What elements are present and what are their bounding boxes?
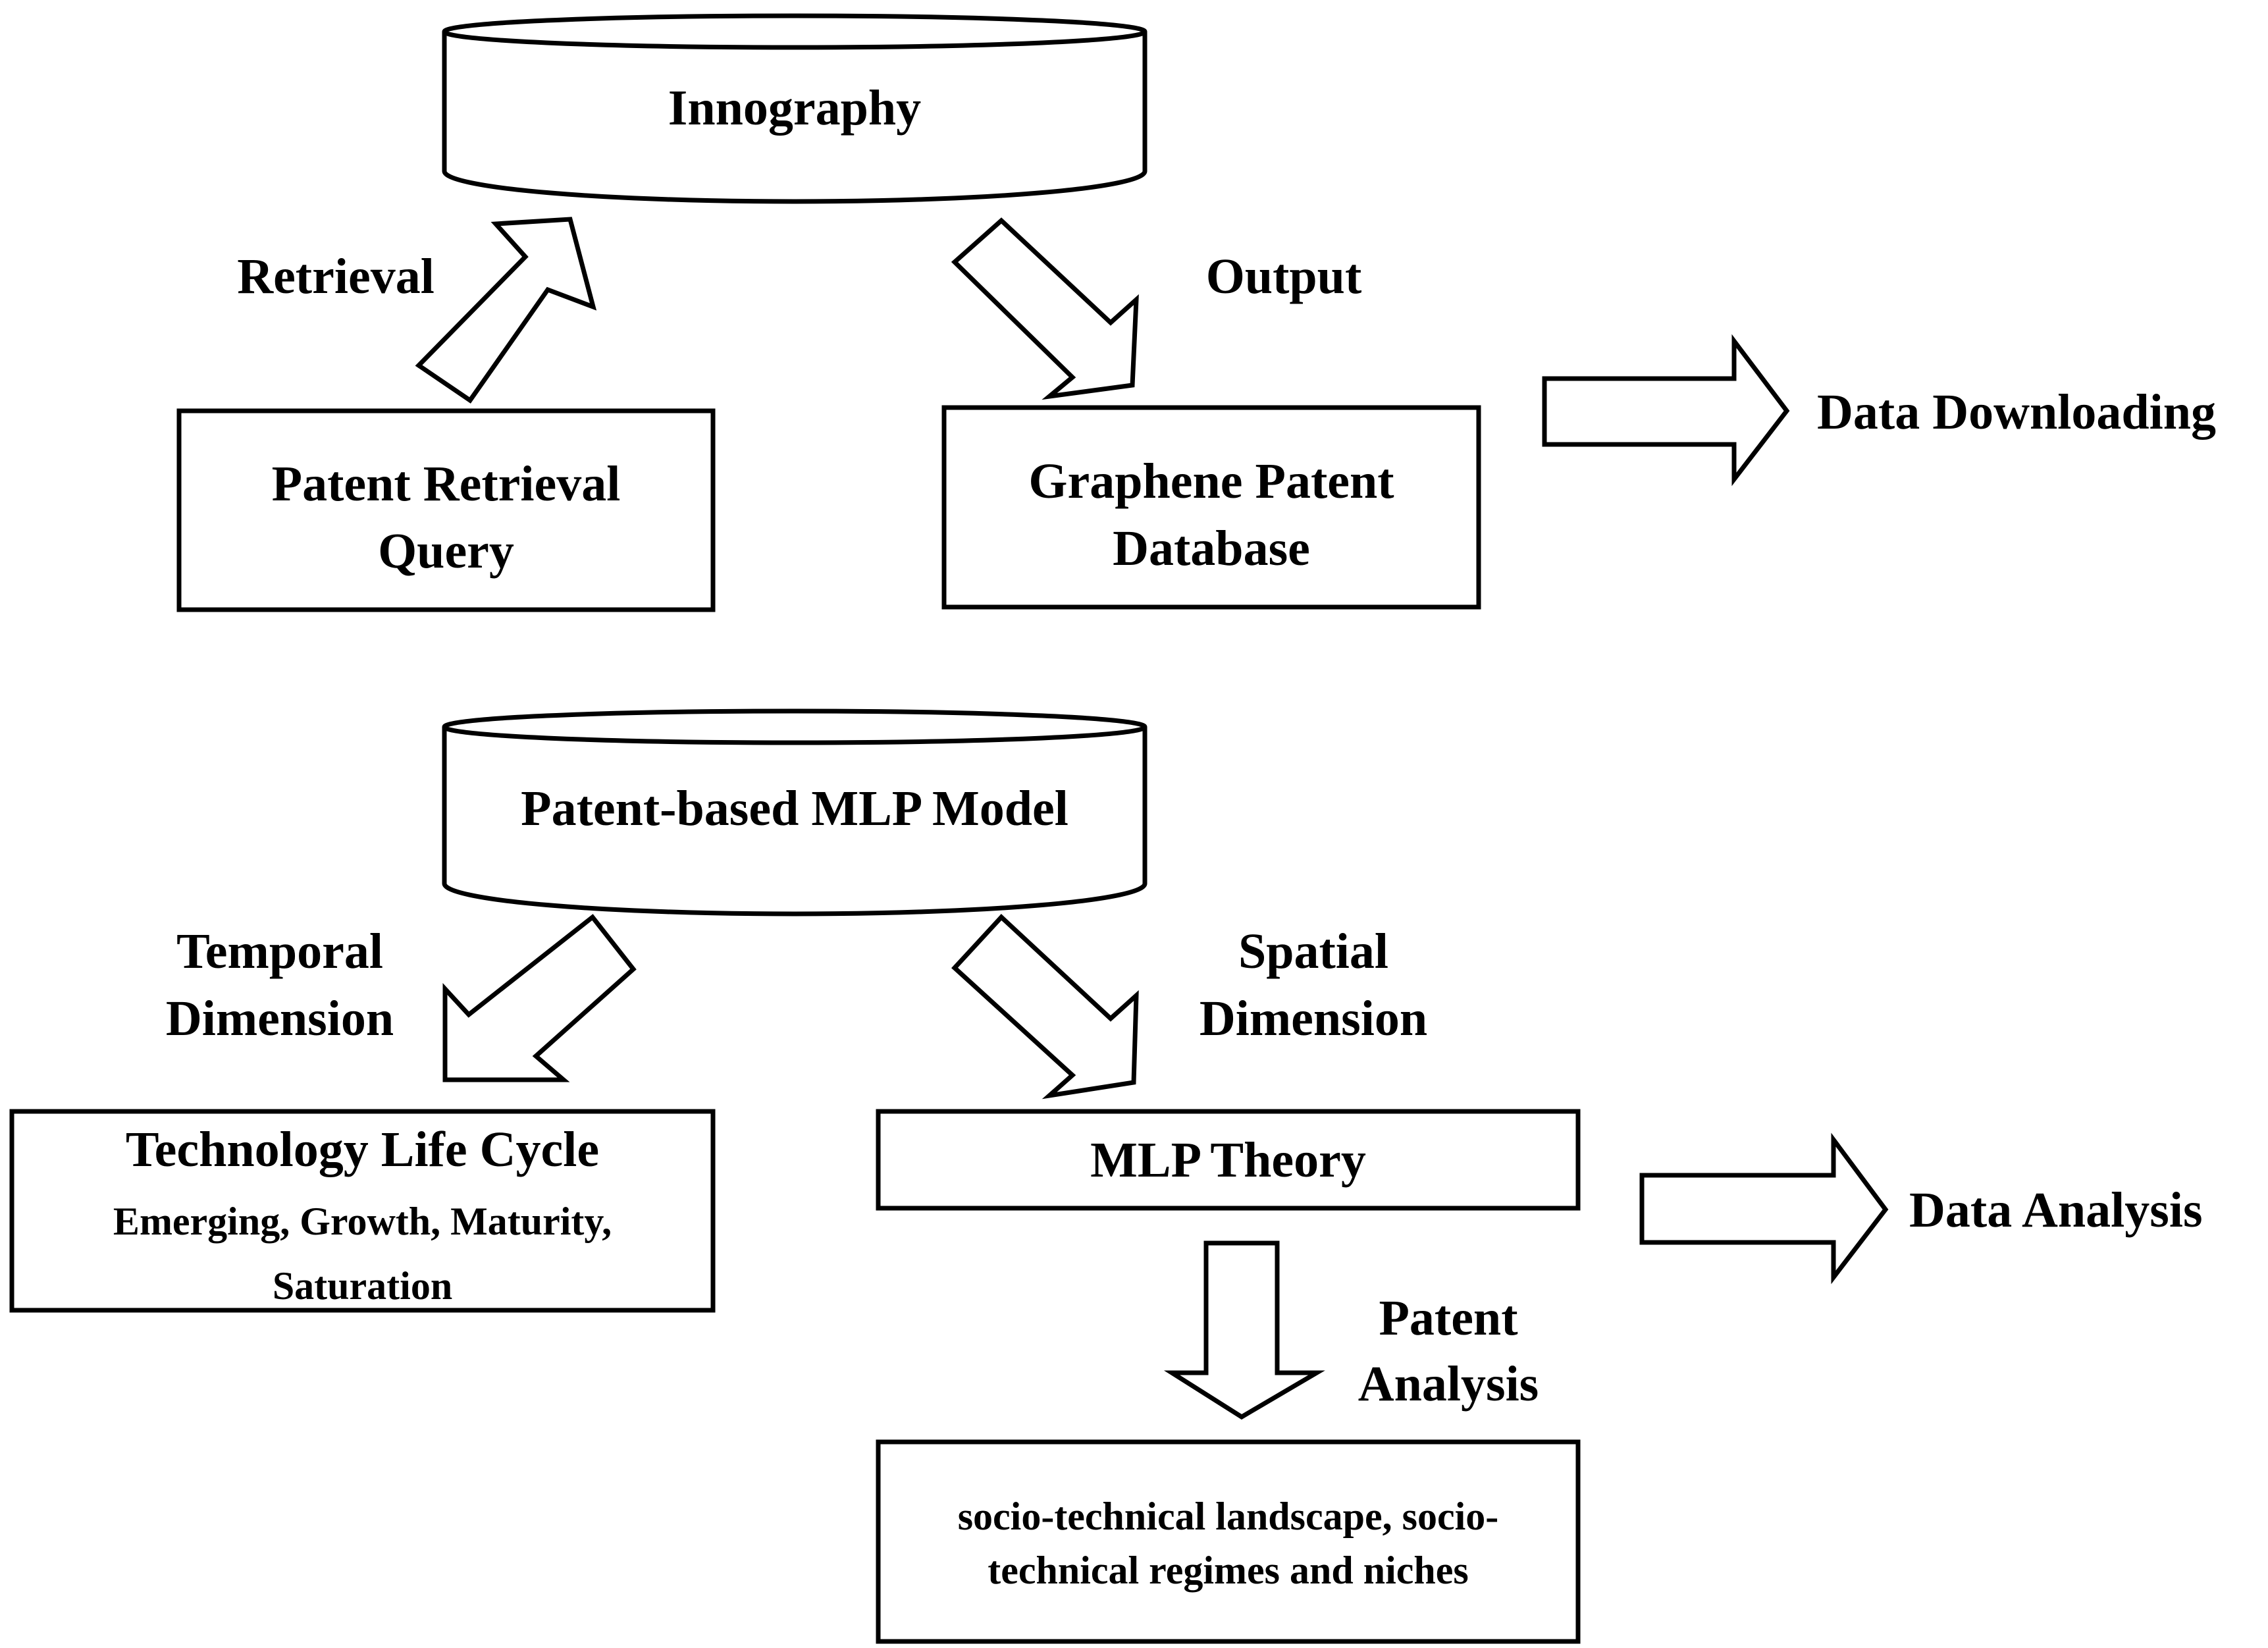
socio-technical-result-box <box>876 1439 1581 1644</box>
socio-technical-result-label: socio-technical landscape, socio- techni… <box>878 1489 1578 1597</box>
spatial-dimension-line-1: Spatial <box>1238 924 1389 979</box>
technology-life-cycle-box <box>9 1109 716 1313</box>
graphene-patent-database-label: Graphene Patent Database <box>944 448 1479 582</box>
temporal-dimension-label: Temporal Dimension <box>125 918 435 1052</box>
patent-retrieval-query-line-2: Query <box>378 523 514 579</box>
patent-retrieval-query-label: Patent Retrieval Query <box>179 450 713 585</box>
spatial-dimension-arrow <box>951 914 1139 1100</box>
mlp-theory-box <box>876 1109 1581 1211</box>
graphene-patent-database-line-1: Graphene Patent <box>1028 454 1394 509</box>
spatial-dimension-line-2: Dimension <box>1199 991 1428 1046</box>
retrieval-label: Retrieval <box>237 249 435 304</box>
data-analysis-arrow <box>1639 1132 1889 1285</box>
lifecycle-stages-line-2: Saturation <box>272 1264 453 1308</box>
lifecycle-stages-line-1: Emerging, Growth, Maturity, <box>113 1200 612 1243</box>
output-arrow <box>951 217 1139 400</box>
innography-cylinder <box>442 13 1147 204</box>
data-downloading-label: Data Downloading <box>1817 385 2216 440</box>
temporal-dimension-arrow <box>442 914 637 1082</box>
mlp-theory-label: MLP Theory <box>1090 1132 1366 1188</box>
patent-analysis-arrow <box>1163 1240 1325 1420</box>
patent-retrieval-query-box <box>176 408 716 612</box>
socio-technical-line-2: technical regimes and niches <box>988 1549 1469 1592</box>
temporal-dimension-line-1: Temporal <box>176 924 383 979</box>
patent-analysis-line-1: Patent <box>1379 1290 1518 1346</box>
mlp-model-cylinder <box>442 708 1147 917</box>
technology-life-cycle-title: Technology Life Cycle <box>125 1122 600 1177</box>
technology-life-cycle-stages: Emerging, Growth, Maturity, Saturation <box>12 1189 713 1318</box>
data-analysis-label: Data Analysis <box>1909 1183 2203 1238</box>
retrieval-arrow <box>415 217 597 404</box>
spatial-dimension-label: Spatial Dimension <box>1159 918 1468 1052</box>
innography-label: Innography <box>668 80 922 136</box>
patent-analysis-label: Patent Analysis <box>1297 1285 1600 1417</box>
output-label: Output <box>1205 249 1362 304</box>
patent-analysis-line-2: Analysis <box>1358 1356 1539 1412</box>
patent-retrieval-query-line-1: Patent Retrieval <box>271 456 621 512</box>
temporal-dimension-line-2: Dimension <box>165 991 394 1046</box>
graphene-patent-database-box <box>941 405 1481 610</box>
data-downloading-arrow <box>1542 334 1790 487</box>
mlp-model-label: Patent-based MLP Model <box>521 781 1068 836</box>
socio-technical-line-1: socio-technical landscape, socio- <box>957 1495 1499 1538</box>
graphene-patent-database-line-2: Database <box>1113 521 1310 576</box>
